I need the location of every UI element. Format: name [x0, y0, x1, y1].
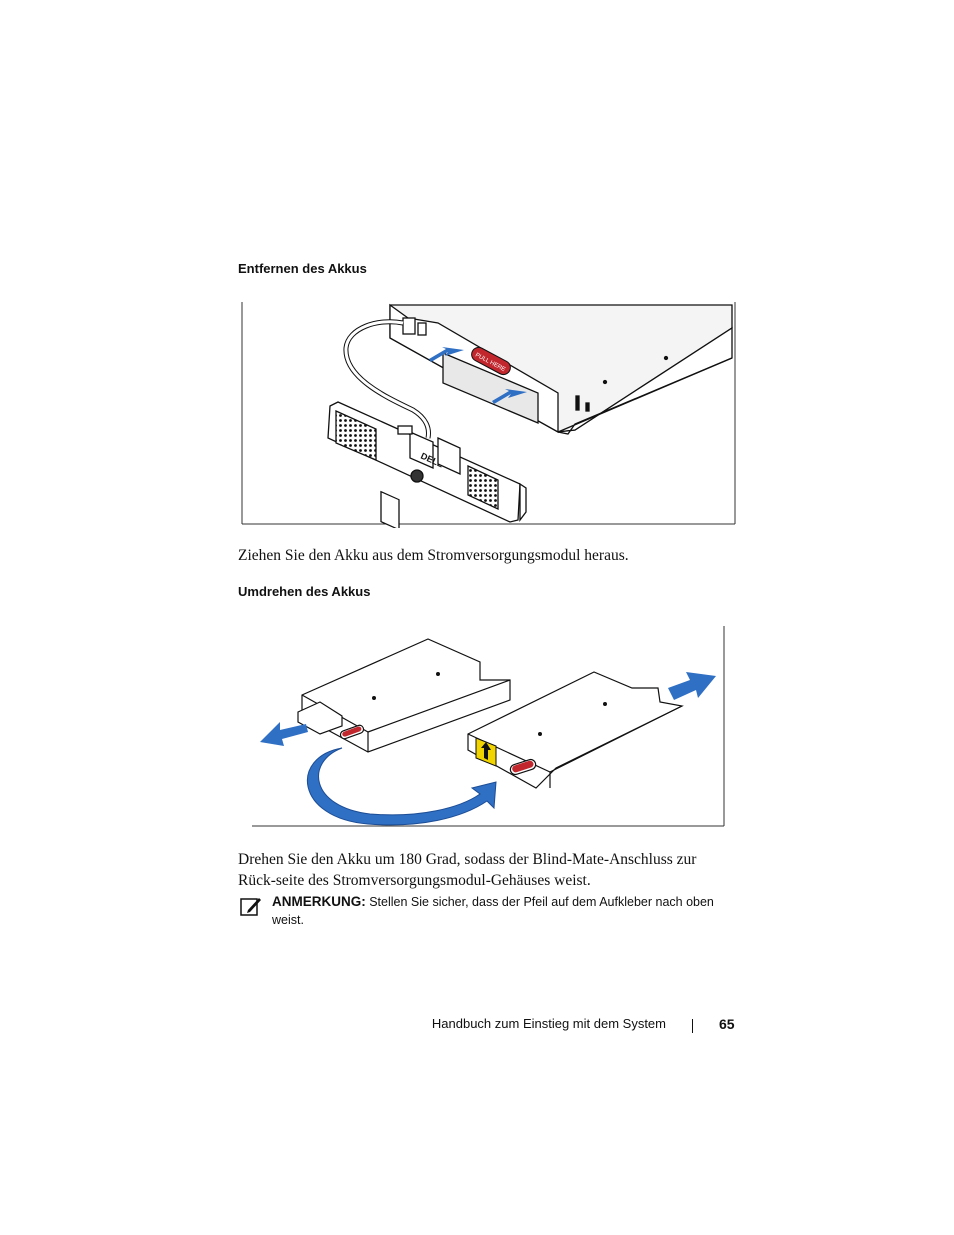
right-arrow-icon [668, 672, 716, 700]
section-heading-rotate: Umdrehen des Akkus [238, 584, 371, 599]
figure-remove-battery: PULL HERE DELL [238, 298, 738, 531]
page-number: 65 [719, 1016, 735, 1032]
note-text: ANMERKUNG: Stellen Sie sicher, dass der … [272, 893, 738, 929]
left-arrow-icon [260, 722, 308, 746]
pull-arrow-upper-icon [429, 347, 464, 362]
battery-before-rotation [297, 638, 511, 753]
page-footer: Handbuch zum Einstieg mit dem System 65 [0, 1016, 954, 1036]
note-label: ANMERKUNG: [272, 894, 366, 909]
pencil-note-icon [240, 898, 261, 916]
note-box: ANMERKUNG: Stellen Sie sicher, dass der … [238, 893, 738, 929]
front-bezel: DELL [327, 401, 527, 531]
figure-frame [252, 626, 725, 827]
note-body: Stellen Sie sicher, dass der Pfeil auf d… [272, 895, 714, 927]
rotation-arrow-icon [306, 747, 497, 826]
footer-divider [692, 1019, 693, 1033]
section-heading-remove: Entfernen des Akkus [238, 261, 367, 276]
caption-remove: Ziehen Sie den Akku aus dem Stromversorg… [238, 547, 629, 564]
pull-arrow-lower-icon [492, 389, 527, 404]
power-supply-chassis [389, 303, 733, 435]
orientation-sticker [475, 737, 497, 767]
figure-rotate-battery [250, 622, 728, 830]
figure-frame [241, 302, 736, 525]
footer-title: Handbuch zum Einstieg mit dem System [431, 1016, 666, 1031]
caption-rotate: Drehen Sie den Akku um 180 Grad, sodass … [238, 851, 697, 889]
battery-after-rotation [467, 671, 684, 789]
